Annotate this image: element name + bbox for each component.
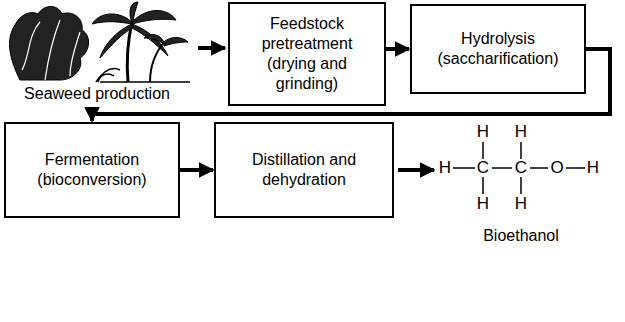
process-box: Feedstock pretreatment (drying and grind… — [228, 2, 386, 106]
caption-label: Seaweed production — [23, 85, 171, 103]
box-text: Fermentation (bioconversion) — [6, 150, 178, 190]
process-box: Fermentation (bioconversion) — [4, 122, 180, 218]
process-box: Hydrolysis (saccharification) — [410, 4, 586, 94]
atom-symbol: C — [514, 159, 528, 178]
atom-symbol: H — [586, 159, 600, 178]
flow-arrow — [180, 168, 213, 172]
flow-arrow — [398, 168, 434, 172]
atom-symbol: H — [438, 159, 452, 178]
atom-symbol: H — [476, 123, 490, 142]
box-text: Hydrolysis (saccharification) — [412, 29, 584, 69]
atom-symbol: O — [549, 159, 564, 178]
flow-arrow — [386, 47, 409, 51]
flow-arrow — [198, 46, 225, 50]
caption-label: Bioethanol — [482, 227, 560, 245]
atom-symbol: H — [514, 123, 528, 142]
atom-symbol: H — [514, 195, 528, 214]
box-text: Distillation and dehydration — [216, 150, 392, 190]
molecule-bonds — [453, 142, 585, 194]
process-box: Distillation and dehydration — [214, 122, 394, 218]
atom-symbol: C — [476, 159, 490, 178]
seaweed-illustration — [10, 2, 190, 82]
atom-symbol: H — [476, 195, 490, 214]
box-text: Feedstock pretreatment (drying and grind… — [230, 14, 384, 94]
